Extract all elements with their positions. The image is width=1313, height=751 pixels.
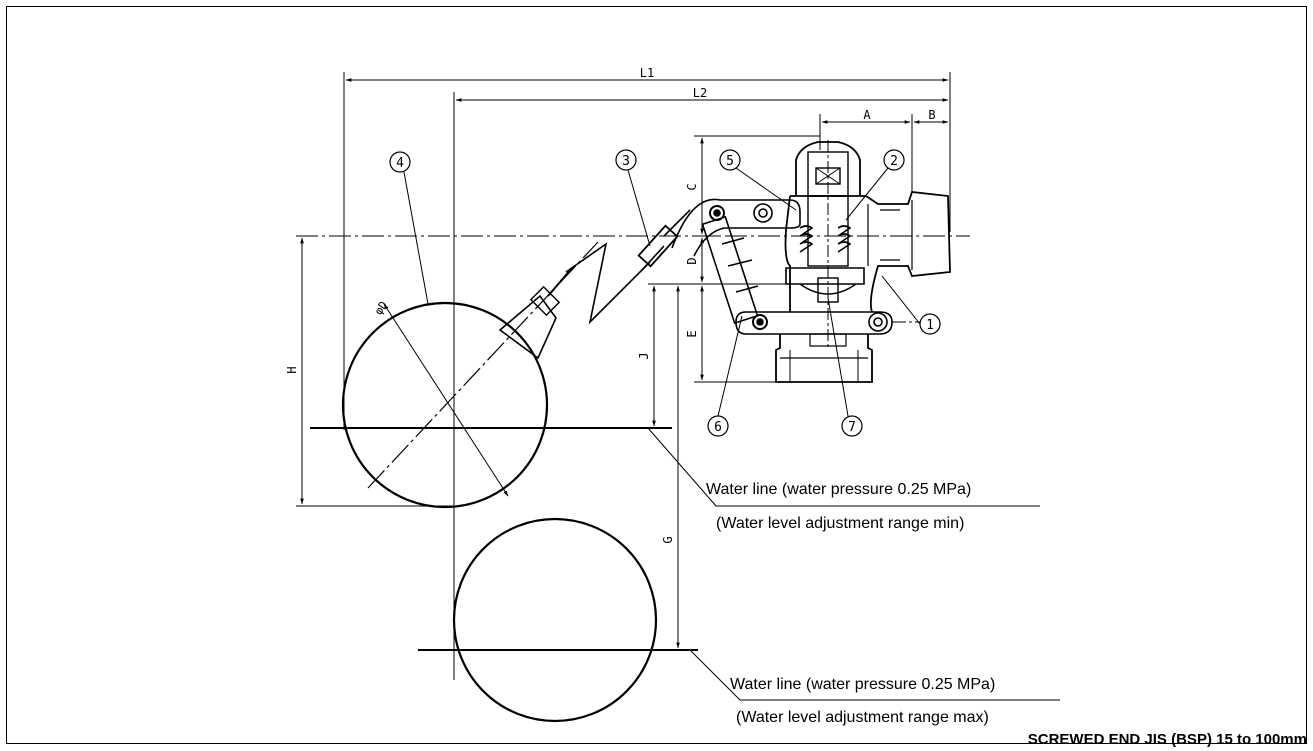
balloon-5 (719, 149, 741, 171)
label-j: J (637, 352, 651, 359)
label-h: H (285, 366, 299, 373)
label-l2: L2 (693, 86, 707, 100)
part-balloons (389, 149, 941, 437)
water-lines (310, 427, 1060, 701)
range-max-caption: (Water level adjustment range max) (736, 709, 989, 726)
part-number-3: 3 (622, 154, 630, 169)
range-min-caption: (Water level adjustment range min) (716, 515, 965, 532)
part-numbers: 5 2 3 4 1 6 7 (396, 154, 934, 435)
label-diameter: φD (372, 299, 390, 317)
dimension-l1 (343, 72, 951, 430)
water-line-min-caption: Water line (water pressure 0.25 MPa) (706, 481, 972, 498)
part-number-7: 7 (848, 420, 856, 435)
dimension-l2 (453, 92, 949, 680)
label-d: D (685, 257, 699, 264)
footer-caption: SCREWED END JIS (BSP) 15 to 100mm (1027, 731, 1307, 748)
label-e: E (685, 330, 699, 337)
part-number-4: 4 (396, 156, 404, 171)
water-line-max-caption: Water line (water pressure 0.25 MPa) (730, 676, 996, 693)
label-b: B (928, 108, 935, 122)
label-l1: L1 (640, 66, 654, 80)
label-g: G (661, 536, 675, 543)
balloon-4 (389, 151, 411, 173)
label-a: A (863, 108, 871, 122)
valve-body (775, 140, 951, 383)
label-c: C (685, 183, 699, 190)
dimension-c-d-e (694, 135, 820, 383)
dimension-j (648, 283, 694, 427)
lever-arm (637, 198, 926, 335)
part-number-2: 2 (890, 154, 898, 169)
drawing-frame (6, 6, 1307, 744)
balloon-3 (615, 149, 637, 171)
dimension-h (296, 235, 970, 507)
balloon-leaders (403, 167, 921, 417)
part-number-6: 6 (714, 420, 722, 435)
break-symbol (565, 242, 651, 325)
balloon-2 (883, 149, 905, 171)
balloon-7 (841, 415, 863, 437)
part-number-1: 1 (926, 318, 934, 333)
dimension-a-b (819, 114, 949, 192)
part-number-5: 5 (726, 154, 734, 169)
float-ball-lower (452, 517, 658, 723)
float-ball-upper (341, 241, 599, 509)
